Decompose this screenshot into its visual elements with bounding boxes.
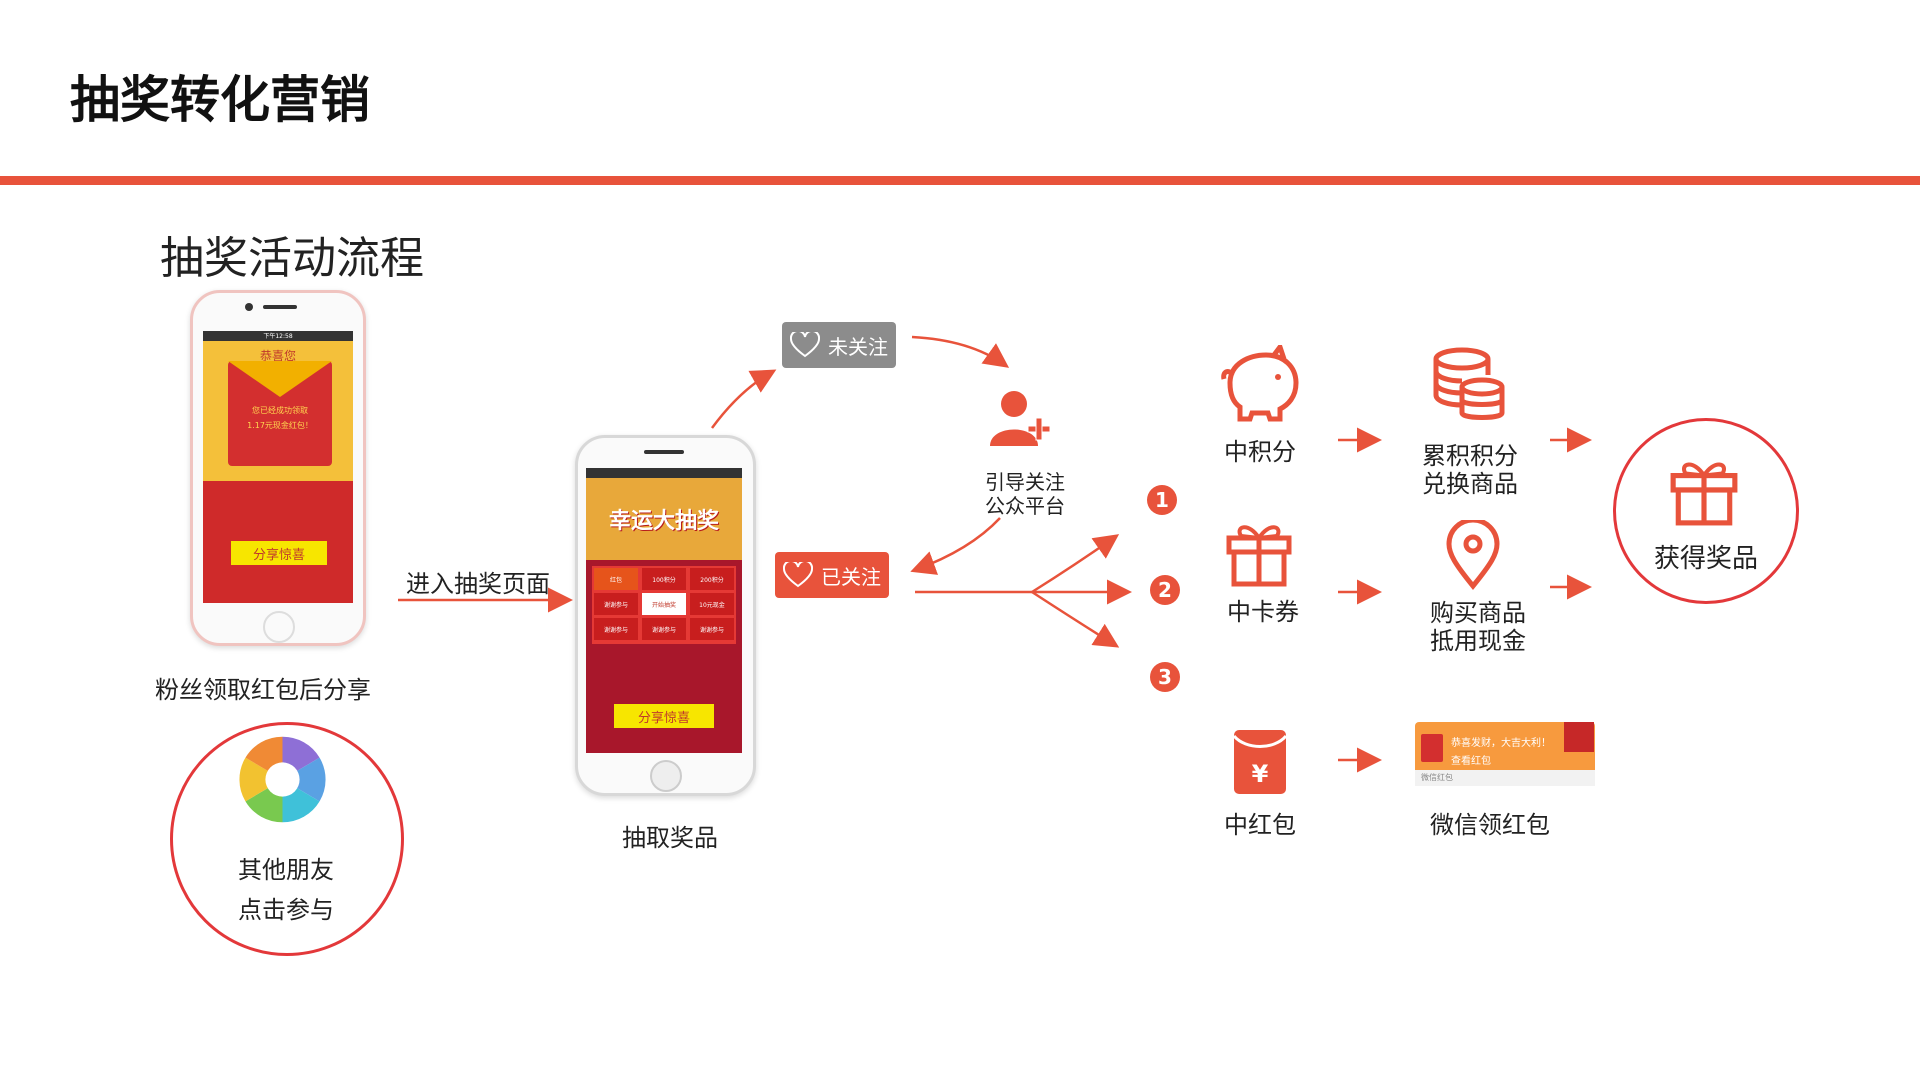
- arrow-to-unfollowed: [710, 369, 777, 429]
- friends-circle: [170, 722, 404, 956]
- red-envelope-card: 您已经成功领取 1.17元现金红包！: [228, 361, 332, 466]
- draw-prize-label: 抽取奖品: [622, 824, 718, 852]
- svg-text:¥: ¥: [1252, 760, 1269, 788]
- share-surprise-button-2[interactable]: 分享惊喜: [614, 704, 714, 728]
- share-phone: 下午12:58 恭喜您 您已经成功领取 1.17元现金红包！ 分享惊喜: [190, 290, 366, 646]
- guide-follow-label-1: 引导关注: [985, 470, 1065, 494]
- gift-icon: [1226, 525, 1292, 587]
- redpack-result-label: 微信领红包: [1430, 811, 1550, 839]
- start-draw-button[interactable]: 开始抽奖: [642, 593, 686, 615]
- card-result-1: 购买商品: [1430, 599, 1526, 627]
- wechat-msg-1: 恭喜发财，大吉大利！: [1451, 738, 1551, 749]
- lottery-grid: 红包 100积分 200积分 谢谢参与 开始抽奖 10元现金 谢谢参与 谢谢参与…: [592, 566, 736, 644]
- piggy-bank-icon: [1221, 345, 1299, 422]
- wechat-msg-2: 查看红包: [1451, 756, 1491, 767]
- grid-cell-9[interactable]: 谢谢参与: [690, 618, 734, 640]
- grid-cell-6[interactable]: 10元现金: [690, 593, 734, 615]
- location-pin-icon: [1446, 520, 1500, 590]
- section-subtitle: 抽奖活动流程: [160, 233, 424, 284]
- heart-icon: [790, 332, 820, 358]
- points-result-2: 兑换商品: [1422, 470, 1518, 498]
- coin-stack-icon: [1433, 347, 1505, 420]
- arrow-branch-1: [1031, 534, 1120, 594]
- points-result-1: 累积积分: [1422, 442, 1518, 470]
- points-label: 中积分: [1224, 438, 1296, 466]
- arrow-unfollowed-to-guide: [911, 335, 1010, 368]
- redpack-label: 中红包: [1224, 811, 1296, 839]
- lottery-banner: 幸运大抽奖: [586, 478, 742, 560]
- congrats-header: 恭喜您: [259, 349, 296, 363]
- title-divider: [0, 176, 1920, 185]
- gift-icon: [1670, 462, 1738, 526]
- not-followed-tag: 未关注: [782, 322, 896, 368]
- share-surprise-button[interactable]: 分享惊喜: [231, 541, 327, 565]
- claim-line-2: 1.17元现金红包！: [247, 421, 313, 430]
- option-badge-2: 2: [1150, 575, 1180, 605]
- card-result-2: 抵用现金: [1430, 627, 1526, 655]
- heart-icon: [783, 562, 813, 588]
- grid-cell-1[interactable]: 红包: [594, 568, 638, 590]
- user-add-icon: [990, 391, 1051, 446]
- followed-tag: 已关注: [775, 552, 889, 598]
- page-title: 抽奖转化营销: [70, 71, 370, 129]
- claim-line-1: 您已经成功领取: [252, 406, 308, 415]
- prize-label: 获得奖品: [1653, 544, 1758, 574]
- grid-cell-3[interactable]: 200积分: [690, 568, 734, 590]
- avatar: [1564, 722, 1594, 752]
- aperture-icon: [239, 736, 326, 823]
- grid-cell-4[interactable]: 谢谢参与: [594, 593, 638, 615]
- status-bar: 下午12:58: [203, 331, 353, 341]
- wechat-footer: 微信红包: [1415, 770, 1595, 786]
- guide-follow-label-2: 公众平台: [985, 494, 1065, 518]
- red-envelope-icon: ¥: [1232, 730, 1288, 794]
- grid-cell-2[interactable]: 100积分: [642, 568, 686, 590]
- friends-label-1: 其他朋友: [238, 856, 334, 884]
- share-label: 粉丝领取红包后分享: [155, 676, 371, 704]
- card-label: 中卡券: [1227, 598, 1299, 626]
- arrow-branch-3: [1031, 590, 1120, 648]
- grid-cell-8[interactable]: 谢谢参与: [642, 618, 686, 640]
- option-badge-1: 1: [1147, 485, 1177, 515]
- friends-label-2: 点击参与: [238, 896, 334, 924]
- lottery-phone: 幸运大抽奖 红包 100积分 200积分 谢谢参与 开始抽奖 10元现金 谢谢参…: [575, 435, 756, 796]
- arrow-guide-to-followed: [910, 517, 1001, 575]
- option-badge-3: 3: [1150, 662, 1180, 692]
- grid-cell-7[interactable]: 谢谢参与: [594, 618, 638, 640]
- enter-lottery-label: 进入抽奖页面: [406, 570, 550, 598]
